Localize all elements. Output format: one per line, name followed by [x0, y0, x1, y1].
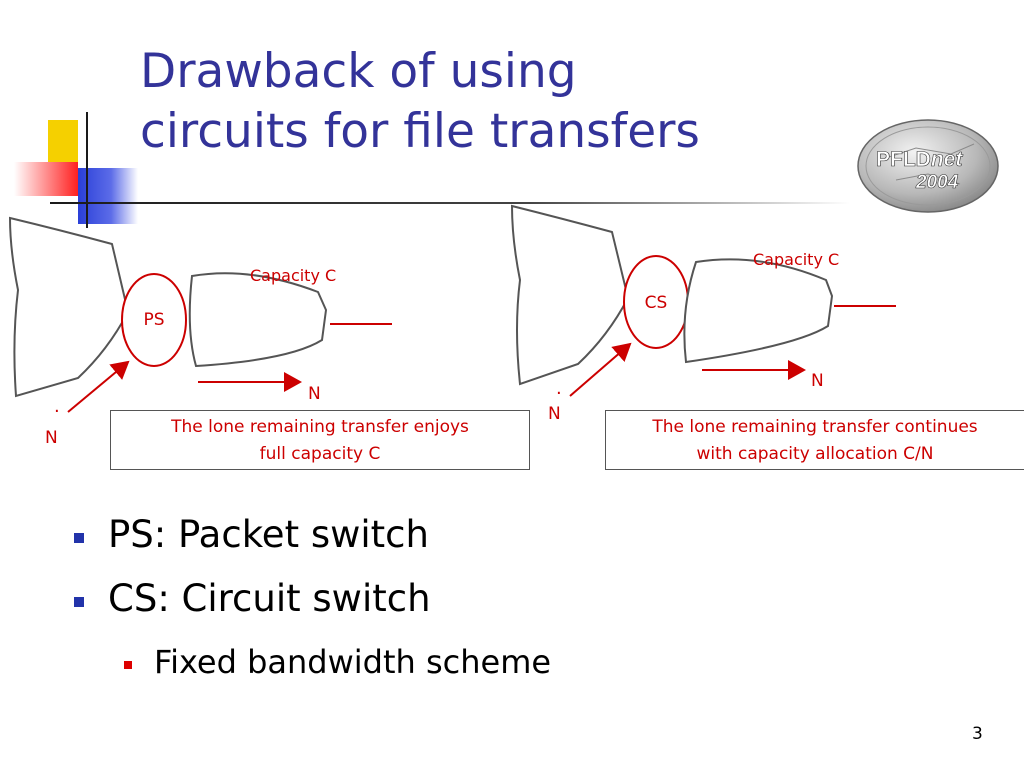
cs-input-cloud [510, 204, 630, 386]
diagram-ps [8, 216, 392, 413]
cs-input-n-label: N [548, 404, 561, 424]
title-underline [50, 202, 850, 204]
cs-dot-label: . [556, 378, 562, 399]
cs-caption-line-2: with capacity allocation C/N [696, 444, 934, 464]
switch-diagrams [8, 204, 896, 413]
title-line-1: Drawback of using [140, 44, 577, 99]
cs-capacity-label: Capacity C [753, 250, 840, 269]
cs-caption-box: The lone remaining transfer continues wi… [605, 410, 1024, 470]
title-line-2: circuits for file transfers [140, 104, 700, 159]
bullet-text: CS: Circuit switch [108, 577, 431, 620]
decor-blue-square [78, 168, 138, 224]
cs-switch-label: CS [644, 293, 668, 313]
sub-bullet-square-icon [124, 661, 132, 669]
pfldnet-logo: PFLDnet 2004 [857, 119, 999, 213]
ps-caption-line-1: The lone remaining transfer enjoys [171, 417, 469, 437]
bullet-square-icon [74, 597, 84, 607]
diagram-cs [510, 204, 896, 397]
bullet-text: PS: Packet switch [108, 513, 429, 556]
cs-input-arrow [569, 342, 632, 397]
ps-caption-box: The lone remaining transfer enjoys full … [110, 410, 530, 470]
slide-title: Drawback of using circuits for file tran… [140, 42, 840, 162]
ps-switch-circle [121, 273, 187, 367]
cs-output-link [683, 258, 834, 364]
ps-switch-label: PS [143, 310, 165, 330]
ps-dot-label: . [54, 396, 60, 417]
logo-year: 2004 [915, 172, 959, 193]
ps-input-n-label: N [45, 428, 58, 448]
ps-input-cloud [8, 216, 130, 398]
sub-bullet-text: Fixed bandwidth scheme [154, 643, 552, 681]
ps-input-arrow [67, 360, 130, 413]
ps-n-label: N [308, 384, 321, 404]
logo-wordmark: PFLDnet [876, 148, 963, 171]
page-number: 3 [972, 724, 983, 744]
cs-caption-line-1: The lone remaining transfer continues [652, 417, 978, 437]
ps-caption-line-2: full capacity C [259, 444, 381, 464]
decor-red-bar [14, 162, 78, 196]
ps-output-link [188, 272, 328, 368]
cs-n-label: N [811, 371, 824, 391]
bullet-square-icon [74, 533, 84, 543]
decor-vertical-line [86, 112, 88, 228]
ps-capacity-label: Capacity C [250, 266, 337, 285]
